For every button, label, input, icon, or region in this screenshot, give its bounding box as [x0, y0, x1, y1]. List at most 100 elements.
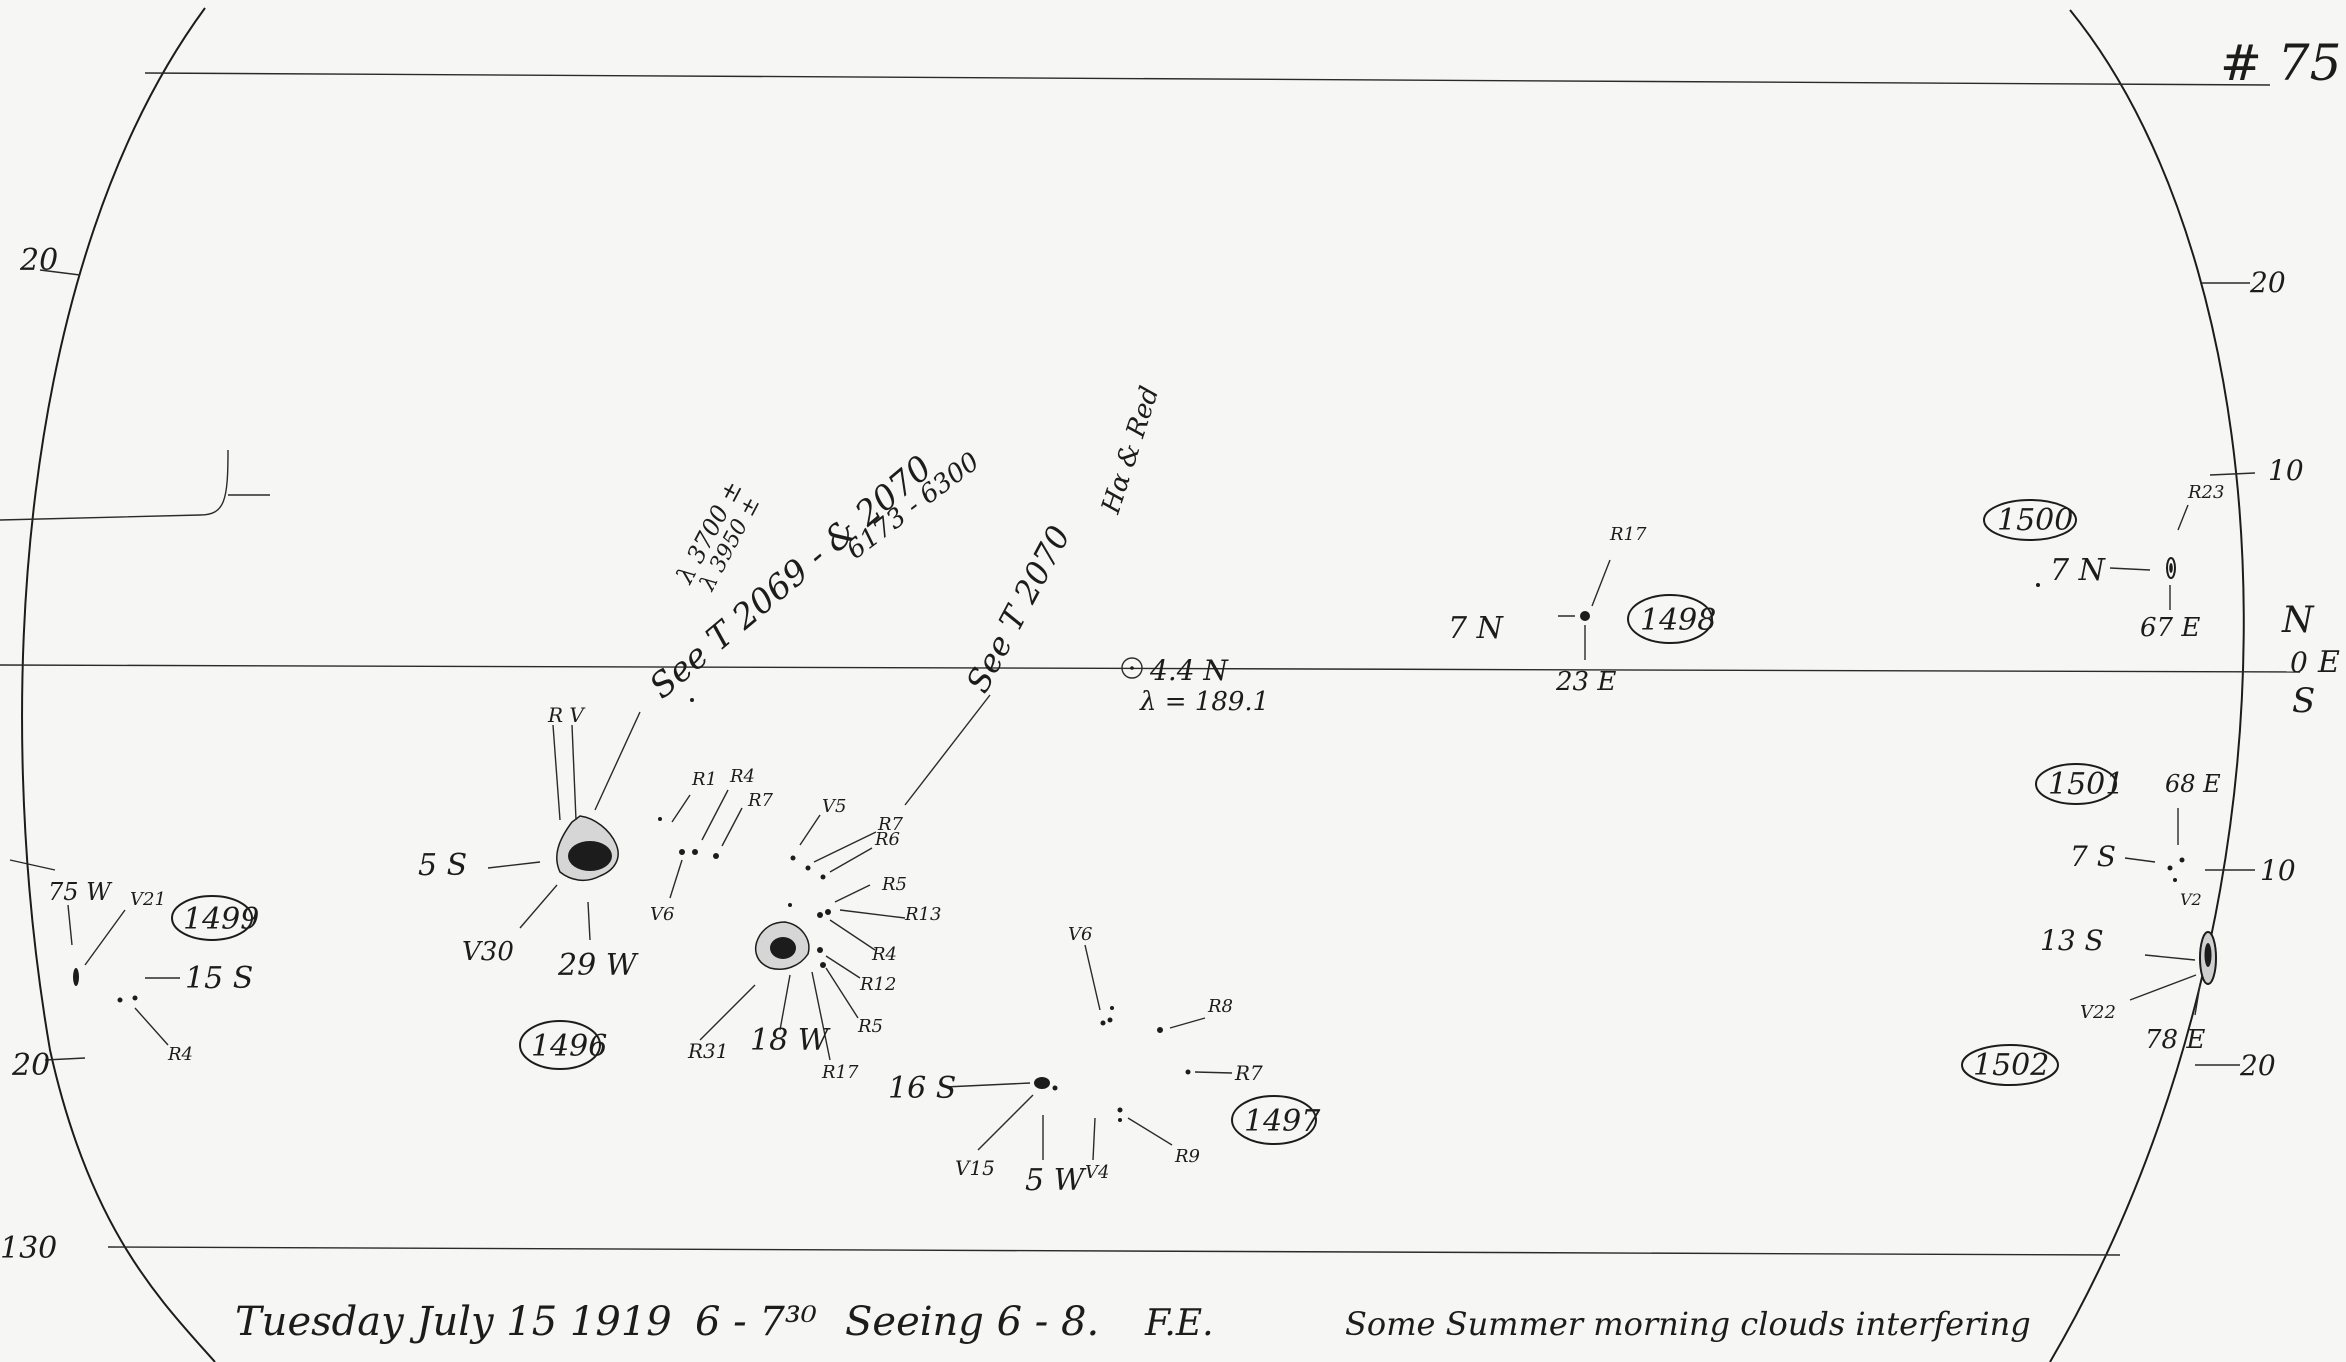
leader-line — [669, 859, 683, 899]
group-number-ellipse — [1961, 1044, 2059, 1086]
leader-line — [829, 847, 873, 873]
scale-label: 10 — [2268, 454, 2304, 487]
sunspot-penumbra — [2166, 557, 2176, 579]
label-lon: 68 E — [2165, 770, 2221, 798]
label-v4: V4 — [1085, 1162, 1109, 1183]
sunspot-umbra — [2204, 943, 2212, 967]
spot-dot — [658, 817, 662, 821]
spot-dot — [692, 849, 698, 855]
spot-dot — [1117, 1107, 1123, 1113]
leader-line — [944, 1082, 1031, 1088]
group-number: 1500 — [1997, 503, 2073, 538]
label-r: R17 — [1609, 524, 1647, 545]
leader-line — [1169, 1017, 1206, 1029]
scale-label: 20 — [2239, 1049, 2276, 1082]
solar-limb-left — [21, 7, 216, 1362]
label-r1: R1 — [691, 769, 717, 790]
equator-line — [0, 664, 2301, 673]
label-r31: R31 — [687, 1039, 729, 1063]
group-number-ellipse — [1627, 594, 1713, 644]
leader-line — [594, 711, 641, 811]
footer-date: Tuesday July 15 1919 — [235, 1299, 672, 1345]
axis-letter-zero: 0 — [2290, 646, 2308, 679]
leader-line — [587, 901, 591, 941]
spot-dot — [1052, 1085, 1058, 1091]
spot-dot — [1107, 1017, 1113, 1023]
footer-observer: F.E. — [1144, 1303, 1214, 1344]
label-v: V2 — [2180, 890, 2202, 909]
axis-letter-s: S — [2292, 681, 2315, 721]
leader-line — [699, 984, 756, 1041]
label-v: V21 — [130, 889, 166, 910]
spot-dot — [788, 903, 792, 907]
leader-line — [1591, 559, 1611, 607]
spot-dot — [790, 855, 796, 861]
group-number-ellipse — [171, 895, 253, 941]
leader-line — [2124, 857, 2156, 863]
spot-dot — [1157, 1027, 1163, 1033]
label-lon: 75 W — [48, 878, 113, 906]
group-number-ellipse — [519, 1020, 601, 1070]
group-number: 1497 — [1244, 1104, 1321, 1139]
scale-label: 20 — [11, 1048, 50, 1083]
sunspot-umbra — [568, 841, 612, 871]
leader-line — [571, 724, 577, 821]
bottom-reference-line — [107, 1246, 2121, 1256]
center-lon: λ = 189.1 — [1139, 687, 1269, 717]
spot-dot — [1185, 1069, 1191, 1075]
spot-dot — [713, 853, 719, 859]
label-lon: 18 W — [750, 1023, 831, 1058]
label-r17: R17 — [821, 1062, 859, 1083]
spot-dot — [132, 995, 138, 1001]
label-r4: R4 — [871, 944, 897, 965]
leader-line — [671, 794, 691, 823]
leader-line — [779, 974, 791, 1031]
label-lon: 5 W — [1025, 1163, 1087, 1198]
leader-line — [1092, 1117, 1096, 1161]
group-number: 1496 — [531, 1029, 607, 1064]
scale-label: 20 — [2249, 266, 2286, 299]
sunspot-umbra — [2169, 563, 2173, 573]
label-r7: R7 — [747, 790, 774, 811]
axis-letter-e: E — [2317, 645, 2340, 680]
leader-line — [2194, 984, 2201, 1016]
group-number: 1501 — [2048, 767, 2124, 802]
label-r13: R13 — [904, 904, 941, 925]
spot-dot — [2173, 878, 2177, 882]
label-lon: 67 E — [2140, 613, 2200, 643]
group-number-ellipse — [2035, 763, 2117, 805]
label-v6: V6 — [650, 904, 674, 925]
sheet-number: # 75 — [2220, 34, 2341, 92]
spot-dot — [817, 947, 823, 953]
scale-tick — [2209, 472, 2256, 476]
group-1498: R17 7 N 23 E 1498 — [1448, 524, 1716, 697]
leader-line — [977, 1094, 1034, 1151]
leader-line — [1084, 944, 1101, 1011]
leader-line — [839, 909, 906, 919]
label-lat: 7 S — [2070, 840, 2116, 873]
label-lat: 7 N — [1448, 611, 1505, 646]
leader-line — [825, 955, 861, 979]
scale-tick — [9, 859, 56, 871]
label-r4: R4 — [729, 766, 755, 787]
leader-line — [904, 694, 991, 806]
center-lat: 4.4 N — [1149, 654, 1229, 687]
leader-line — [829, 919, 876, 951]
leader-line — [813, 831, 877, 863]
group-number: 1502 — [1973, 1048, 2049, 1083]
group-number: 1498 — [1640, 603, 1716, 638]
label-r9: R9 — [1174, 1146, 1200, 1167]
footer: Tuesday July 15 1919 6 - 7³⁰ Seeing 6 - … — [235, 1299, 2031, 1345]
spot-dot — [2167, 865, 2173, 871]
leader-line — [834, 884, 871, 903]
sunspot-umbra — [770, 937, 796, 959]
leader-line — [134, 1007, 169, 1046]
sunspot-umbra — [73, 968, 79, 986]
leader-line — [2177, 504, 2189, 531]
spot-dot — [1110, 1006, 1114, 1010]
group-1502: 13 S V22 78 E 1502 — [1961, 924, 2217, 1086]
label-lon: 23 E — [1555, 667, 1616, 697]
footer-time: 6 - 7³⁰ — [695, 1299, 817, 1345]
